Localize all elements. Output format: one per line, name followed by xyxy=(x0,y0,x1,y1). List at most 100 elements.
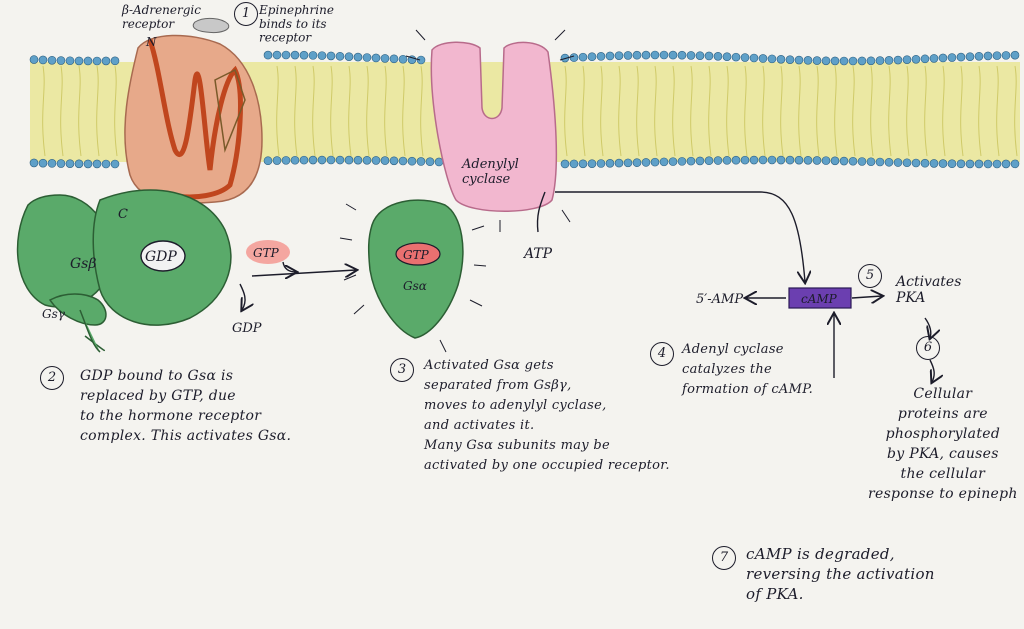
membrane-bead xyxy=(362,155,372,165)
membrane-bead xyxy=(335,155,345,165)
membrane-bead xyxy=(758,54,768,63)
membrane-bead xyxy=(308,51,318,60)
membrane-bead xyxy=(668,50,678,60)
gsa-label: Gsα xyxy=(403,279,427,293)
adenylyl-cyclase xyxy=(430,41,558,212)
membrane-bead xyxy=(686,156,696,166)
membrane-bead xyxy=(839,56,849,66)
lipid-tail xyxy=(96,65,100,157)
lipid-tail xyxy=(312,65,316,157)
atp-label: ATP xyxy=(522,246,553,262)
membrane-bead xyxy=(659,157,669,167)
membrane-bead xyxy=(56,56,66,65)
membrane-bead xyxy=(317,51,327,60)
membrane-bead xyxy=(821,56,831,66)
lipid-tail xyxy=(978,65,982,157)
lipid-tail xyxy=(1014,65,1018,157)
beta-adrenergic-receptor xyxy=(113,34,263,243)
lipid-tail xyxy=(114,65,118,157)
membrane-bead xyxy=(848,156,858,166)
step2-text: GDP bound to Gsα is replaced by GTP, due… xyxy=(80,368,292,444)
membrane-bead xyxy=(110,159,120,169)
lipid-tail xyxy=(924,65,928,157)
amp-label: 5′-AMP xyxy=(696,292,743,307)
membrane-bead xyxy=(821,156,831,165)
membrane-bead xyxy=(290,50,300,60)
lipid-tail xyxy=(636,65,640,157)
lipid-tail xyxy=(888,65,892,157)
membrane-bead xyxy=(614,51,624,60)
membrane-bead xyxy=(569,53,579,62)
membrane-bead xyxy=(812,156,822,165)
membrane-bead xyxy=(281,156,291,165)
lipid-tail xyxy=(852,65,856,157)
membrane-bead xyxy=(695,156,705,166)
membrane-bead xyxy=(947,53,957,62)
membrane-bead xyxy=(1001,159,1011,169)
membrane-bead xyxy=(893,158,903,167)
step7-number: 7 xyxy=(712,546,736,570)
membrane-bead xyxy=(875,56,885,65)
lipid-tail xyxy=(798,65,802,157)
membrane-bead xyxy=(731,155,741,165)
membrane-bead xyxy=(92,56,102,66)
membrane-bead xyxy=(416,55,426,65)
membrane-bead xyxy=(875,157,885,167)
membrane-bead xyxy=(578,52,588,62)
membrane-bead xyxy=(389,156,399,166)
membrane-bead xyxy=(299,155,309,165)
receptor-n-label: N xyxy=(145,35,157,49)
membrane-bead xyxy=(623,158,633,168)
camp-label: cAMP xyxy=(801,292,838,306)
membrane-bead xyxy=(29,158,39,168)
membrane-bead xyxy=(362,53,372,62)
step3-number: 3 xyxy=(390,358,414,382)
membrane-bead xyxy=(587,159,597,168)
membrane-bead xyxy=(1010,50,1020,60)
lipid-tail xyxy=(600,65,604,157)
membrane-bead xyxy=(47,55,57,65)
membrane-bead xyxy=(713,156,723,165)
membrane-bead xyxy=(632,50,642,60)
membrane-bead xyxy=(623,51,633,60)
membrane-bead xyxy=(722,52,732,61)
lipid-tail xyxy=(834,65,838,157)
membrane-bead xyxy=(767,155,777,165)
activated-gs-alpha xyxy=(367,199,464,339)
membrane-bead xyxy=(263,50,273,60)
membrane-bead xyxy=(794,155,804,165)
arrows xyxy=(239,191,934,382)
membrane-bead xyxy=(425,157,435,167)
membrane-bead xyxy=(317,155,327,165)
lipid-tail xyxy=(582,65,586,157)
membrane-bead xyxy=(407,156,417,166)
membrane-bead xyxy=(929,54,939,63)
membrane-bead xyxy=(695,51,705,60)
membrane-bead xyxy=(938,53,948,63)
membrane-bead xyxy=(677,50,687,60)
membrane-bead xyxy=(398,54,408,64)
membrane-bead xyxy=(1010,159,1020,169)
membrane-bead xyxy=(767,54,777,64)
membrane-bead xyxy=(884,157,894,167)
lipid-tail xyxy=(78,65,82,157)
lipid-tail xyxy=(906,65,910,157)
membrane-bead xyxy=(380,54,390,63)
step7-text: cAMP is degraded, reversing the activati… xyxy=(746,545,935,603)
lipid-tail xyxy=(780,65,784,157)
membrane-bead xyxy=(371,53,381,63)
membrane-bead xyxy=(749,155,759,165)
membrane-bead xyxy=(389,54,399,64)
membrane-bead xyxy=(29,55,39,64)
membrane-bead xyxy=(812,56,822,65)
lipid-tail xyxy=(60,65,64,157)
membrane-bead xyxy=(353,52,363,62)
step3-text: Activated Gsα gets separated from Gsβγ, … xyxy=(424,358,670,473)
gdp-released-label: GDP xyxy=(232,321,262,336)
gdp-bound-label: GDP xyxy=(145,249,177,265)
lipid-tail xyxy=(564,65,568,157)
membrane-bead xyxy=(704,51,714,61)
membrane-bead xyxy=(326,155,336,165)
